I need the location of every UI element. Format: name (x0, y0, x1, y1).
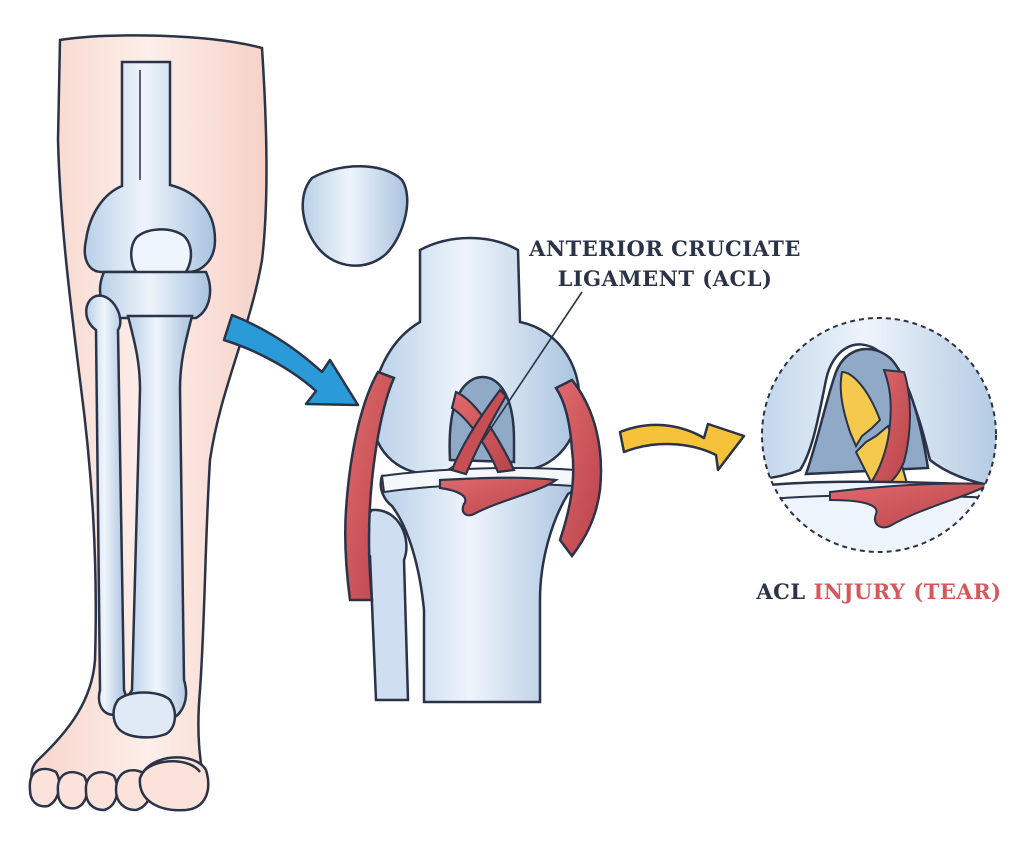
injury-label: ACL INJURY (TEAR) (755, 579, 1001, 604)
injury-label-prefix: ACL (755, 579, 813, 604)
tibial-ligament (438, 476, 559, 517)
lateral-collateral-ligament (343, 370, 396, 602)
medial-collateral-ligament (554, 378, 603, 559)
torn-acl (839, 370, 882, 449)
ankle-bones (112, 691, 177, 739)
injury-zoom-circle (761, 317, 997, 553)
arrow-right-down-icon (222, 313, 360, 407)
injury-label-highlight: INJURY (TEAR) (813, 579, 1001, 604)
leg-illustration (28, 34, 268, 812)
acl-label-line1: ANTERIOR CRUCIATE (528, 236, 801, 261)
toes (28, 756, 210, 812)
detached-patella (301, 165, 409, 267)
knee-joint-illustration (343, 236, 603, 704)
tibia-head (98, 270, 212, 320)
acl-leader-line (482, 291, 583, 441)
acl-label-line2: LIGAMENT (ACL) (558, 266, 773, 291)
arrow-right-icon (618, 422, 746, 472)
pcl-ligament (450, 388, 508, 476)
